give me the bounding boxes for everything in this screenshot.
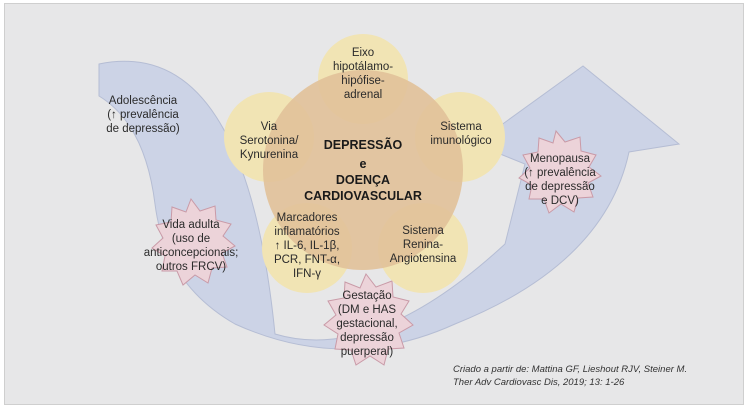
center-circle: [263, 70, 463, 270]
source-credit: Criado a partir de: Mattina GF, Lieshout…: [453, 364, 688, 388]
center-line-1: DEPRESSÃO: [323, 138, 403, 152]
starburst-pregnancy: [323, 273, 414, 366]
label-serotonin: Via Serotonina/ Kynurenina: [239, 121, 299, 161]
label-immune: Sistema imunológico: [430, 121, 492, 147]
center-line-2: e: [359, 157, 367, 171]
diagram-frame: DEPRESSÃO e DOENÇA CARDIOVASCULAR Eixo h…: [4, 3, 744, 405]
label-menopause: Menopausa (↑ prevalência de depressão e …: [524, 153, 596, 207]
label-adult: Vida adulta (uso de anticoncepcionais; o…: [143, 219, 239, 273]
diagram-graphics: [98, 34, 681, 366]
label-inflammatory: Marcadores inflamatórios ↑ IL-6, IL-1β, …: [273, 212, 341, 280]
label-renin: Sistema Renina- Angiotensina: [389, 225, 457, 265]
center-line-3: DOENÇA CARDIOVASCULAR: [304, 173, 422, 203]
label-hpa: Eixo hipotálamo- hipófise- adrenal: [332, 47, 394, 101]
starburst-menopause: [518, 129, 602, 214]
starburst-adult: [151, 197, 236, 286]
label-pregnancy: Gestação (DM e HAS gestacional, depressã…: [336, 290, 398, 358]
label-adolescence: Adolescência (↑ prevalência de depressão…: [106, 95, 180, 135]
